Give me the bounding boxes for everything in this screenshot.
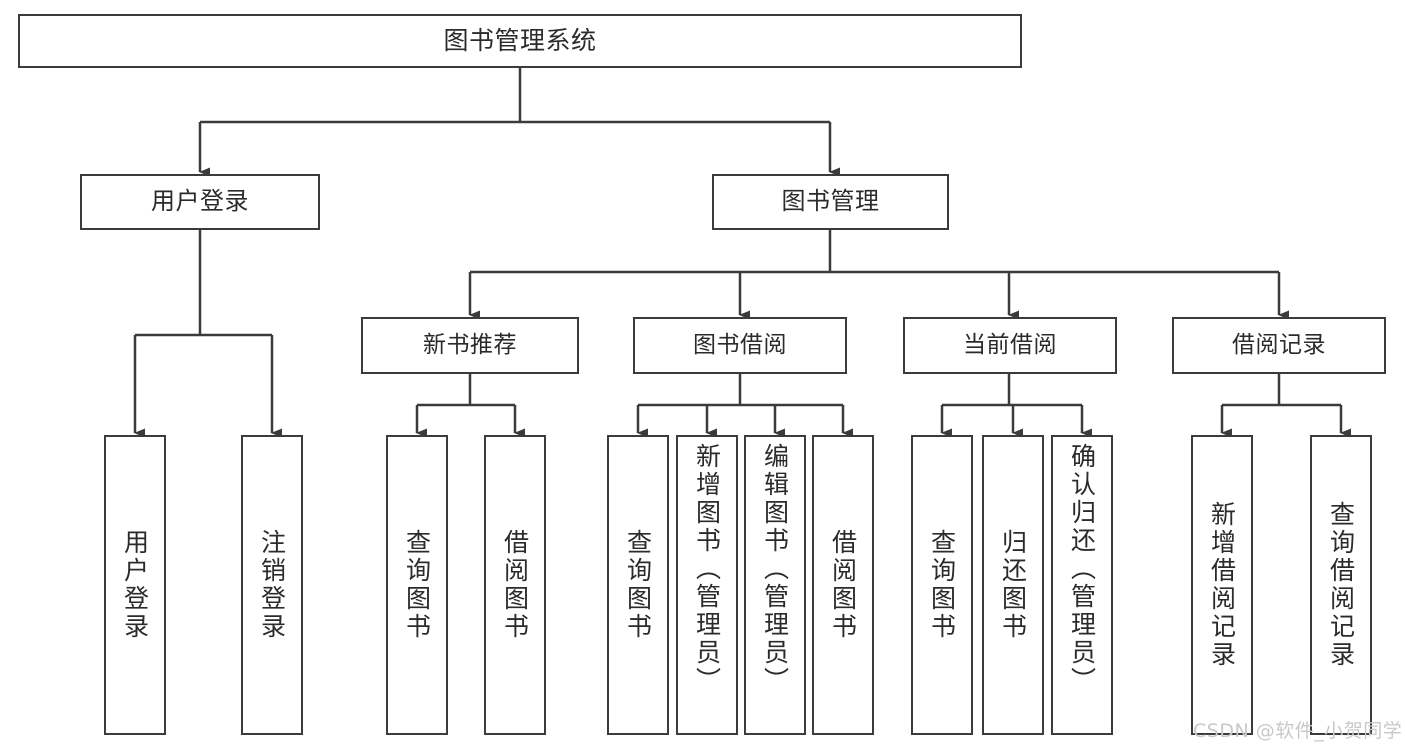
- node-label: 新增图书（管理员）: [692, 443, 722, 695]
- node-leaf-borrow-book-rec[interactable]: 借阅图书: [484, 435, 546, 735]
- node-leaf-query-record[interactable]: 查询借阅记录: [1310, 435, 1372, 735]
- node-leaf-add-record[interactable]: 新增借阅记录: [1191, 435, 1253, 735]
- node-label: 新增借阅记录: [1207, 501, 1237, 669]
- node-label: 借阅图书: [500, 529, 530, 641]
- node-label: 新书推荐: [423, 332, 517, 359]
- node-label: 图书管理系统: [443, 25, 597, 55]
- node-borrow-record[interactable]: 借阅记录: [1172, 317, 1386, 374]
- node-leaf-query-book-borrow[interactable]: 查询图书: [607, 435, 669, 735]
- node-label: 查询图书: [623, 529, 653, 641]
- node-leaf-borrow-book[interactable]: 借阅图书: [812, 435, 874, 735]
- node-leaf-query-book-cur[interactable]: 查询图书: [911, 435, 973, 735]
- node-leaf-user-logout[interactable]: 注销登录: [241, 435, 303, 735]
- node-label: 用户登录: [151, 187, 249, 216]
- node-label: 用户登录: [120, 529, 150, 641]
- node-user-login[interactable]: 用户登录: [80, 174, 320, 230]
- node-label: 查询借阅记录: [1326, 501, 1356, 669]
- node-label: 注销登录: [257, 529, 287, 641]
- node-label: 编辑图书（管理员）: [760, 443, 790, 695]
- node-new-book-rec[interactable]: 新书推荐: [361, 317, 579, 374]
- node-root[interactable]: 图书管理系统: [18, 14, 1022, 68]
- node-label: 图书管理: [781, 187, 880, 216]
- node-label: 归还图书: [998, 529, 1028, 641]
- node-leaf-confirm-return[interactable]: 确认归还（管理员）: [1051, 435, 1113, 735]
- node-label: 借阅图书: [828, 529, 858, 641]
- node-label: 确认归还（管理员）: [1067, 443, 1097, 695]
- node-leaf-edit-book[interactable]: 编辑图书（管理员）: [744, 435, 806, 735]
- node-leaf-user-login[interactable]: 用户登录: [104, 435, 166, 735]
- node-label: 查询图书: [402, 529, 432, 641]
- node-label: 查询图书: [927, 529, 957, 641]
- node-book-manage[interactable]: 图书管理: [712, 174, 949, 230]
- node-label: 图书借阅: [693, 332, 787, 359]
- node-label: 借阅记录: [1232, 332, 1326, 359]
- node-book-borrow[interactable]: 图书借阅: [633, 317, 847, 374]
- node-label: 当前借阅: [963, 332, 1057, 359]
- node-leaf-query-book-rec[interactable]: 查询图书: [386, 435, 448, 735]
- node-leaf-add-book[interactable]: 新增图书（管理员）: [676, 435, 738, 735]
- node-current-borrow[interactable]: 当前借阅: [903, 317, 1117, 374]
- node-leaf-return-book[interactable]: 归还图书: [982, 435, 1044, 735]
